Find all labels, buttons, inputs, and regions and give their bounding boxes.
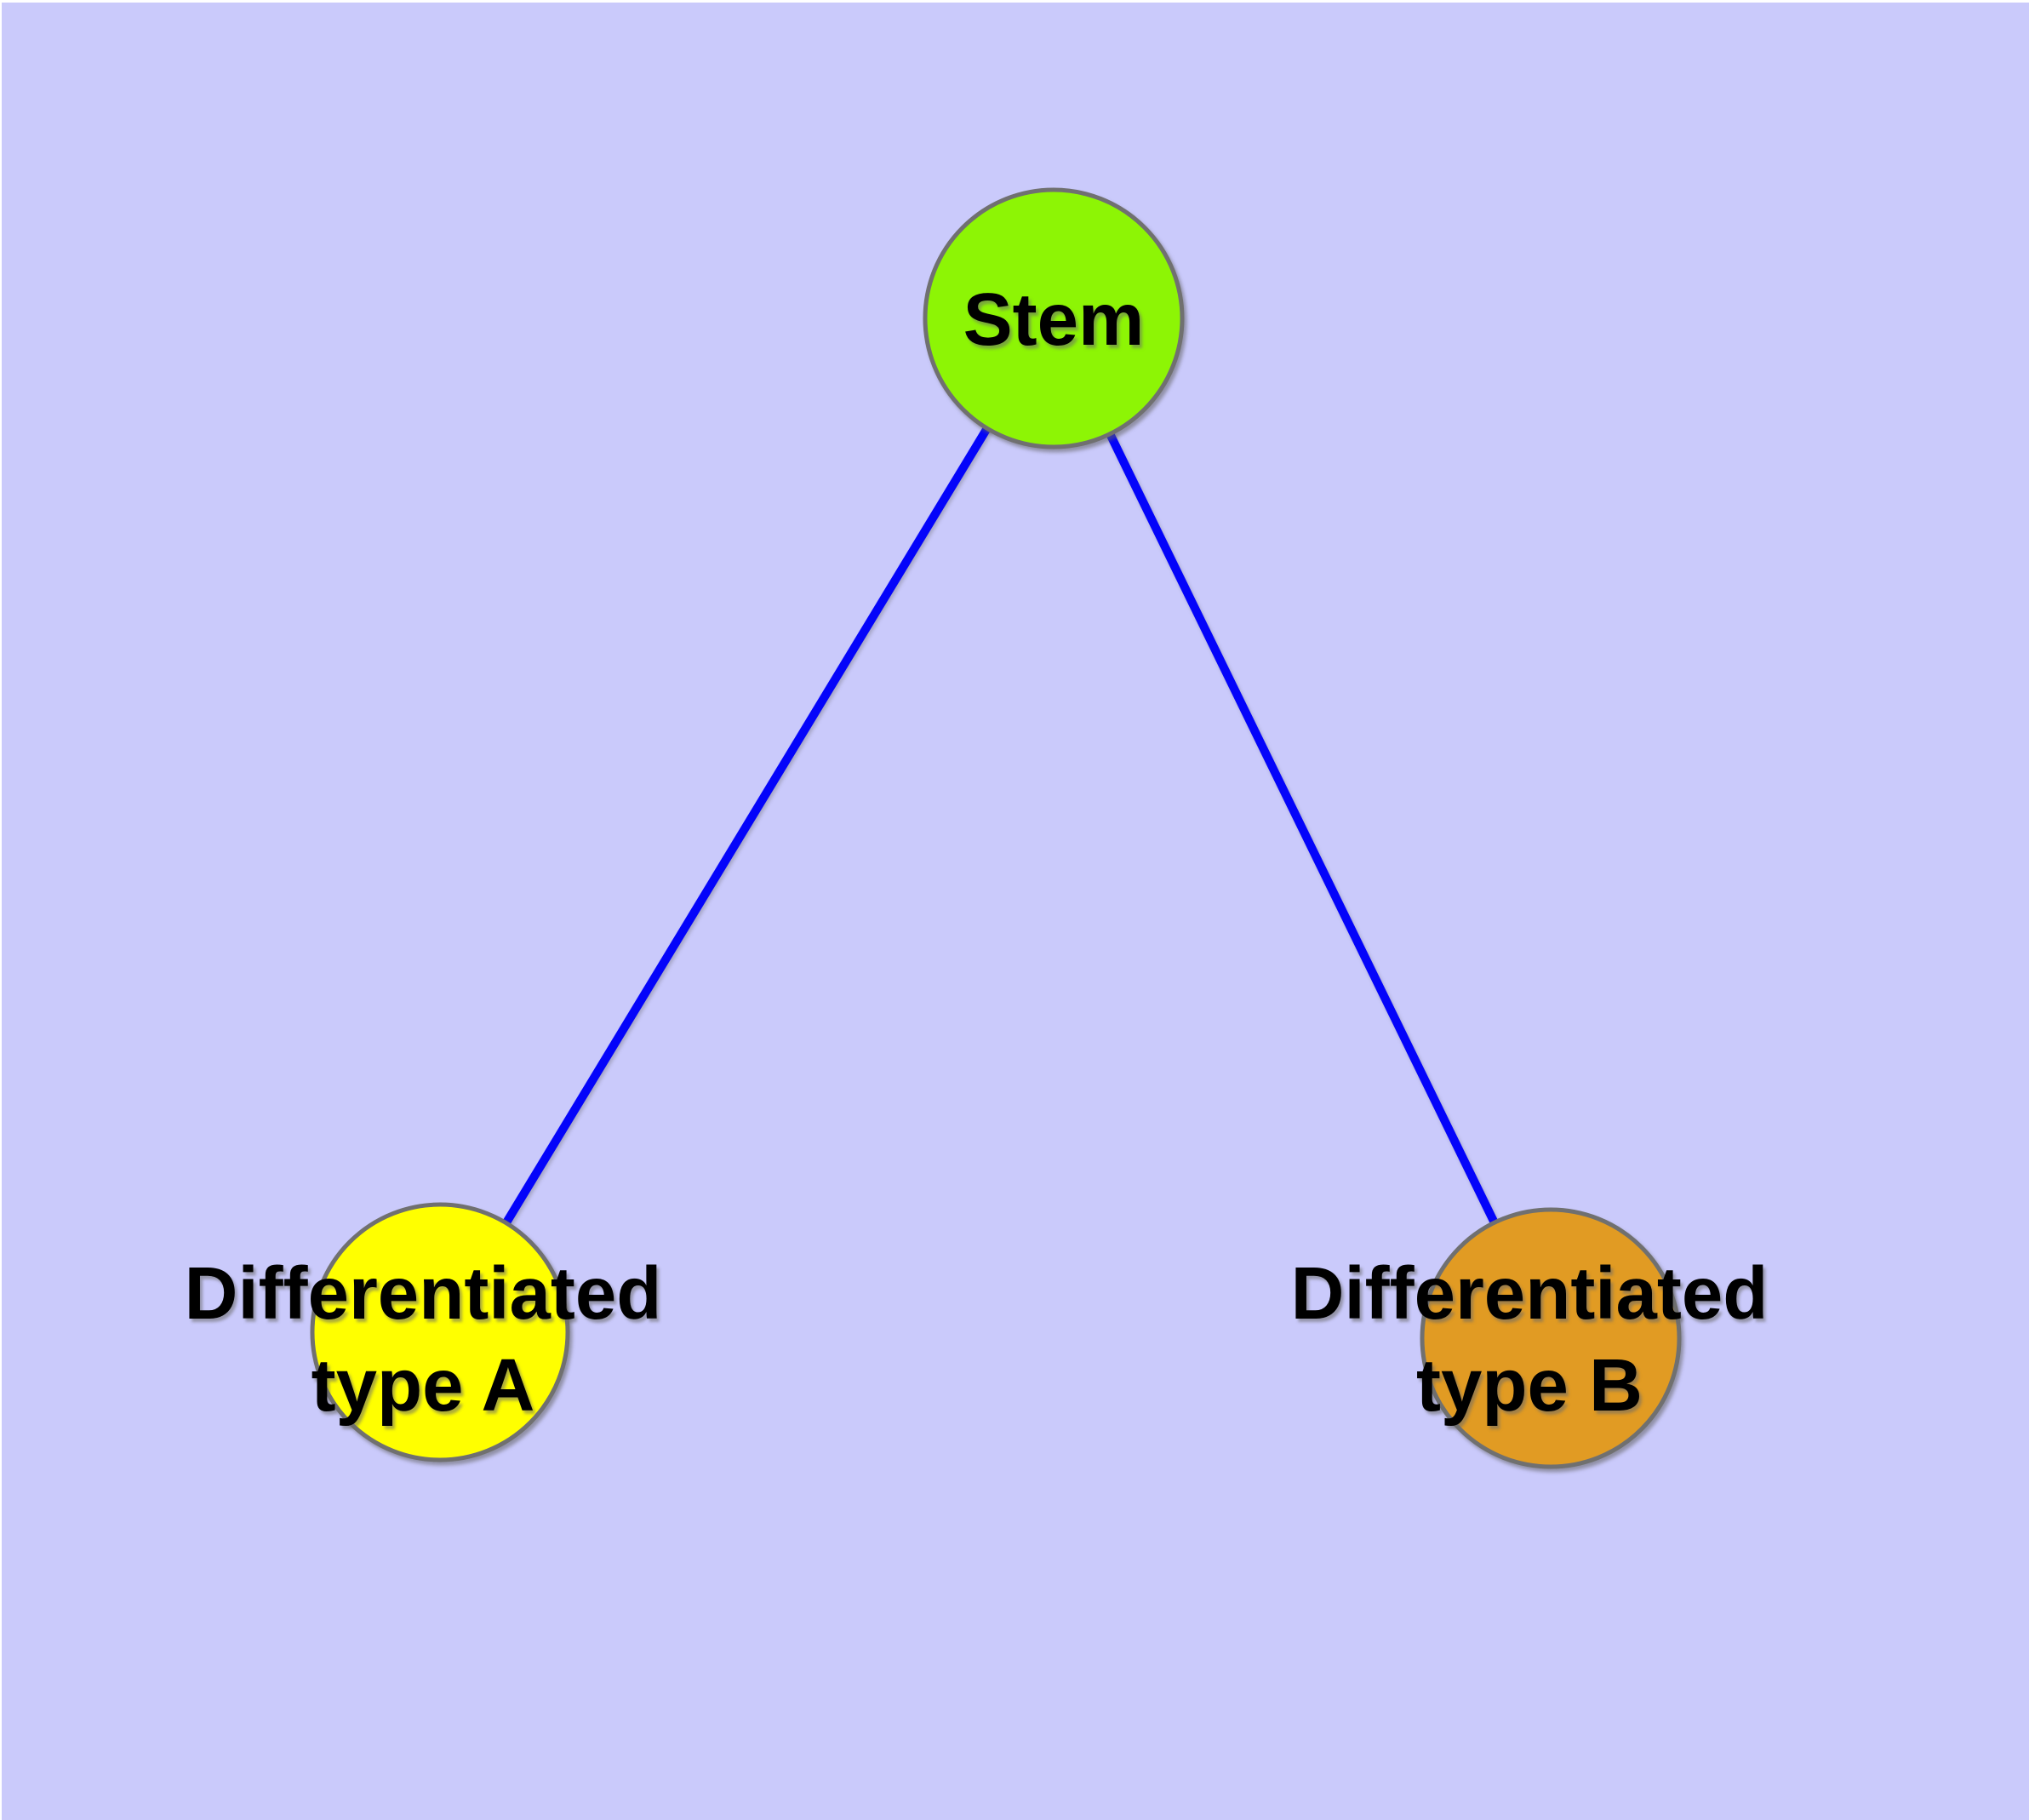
node-type-b-label-line2: type B [1416,1344,1643,1427]
node-group [310,187,1682,1469]
node-type-a-label-line2: type A [311,1344,535,1427]
node-stem-circle [923,187,1185,449]
node-stem-label: Stem [963,274,1145,366]
node-type-a-label-line1: Differentiated [184,1252,662,1335]
node-type-b-circle [1420,1207,1682,1469]
node-type-b-label-line1: Differentiated [1290,1252,1769,1335]
node-stem-label-text: Stem [963,278,1145,361]
edge-stem-to-type-a [436,316,1058,1335]
edge-stem-to-type-b [1049,316,1555,1341]
node-type-b-label: Differentiated type B [1291,1248,1769,1432]
node-type-a-label: Differentiated type A [185,1248,662,1432]
node-type-a-circle [310,1202,570,1462]
edge-group [436,316,1555,1341]
